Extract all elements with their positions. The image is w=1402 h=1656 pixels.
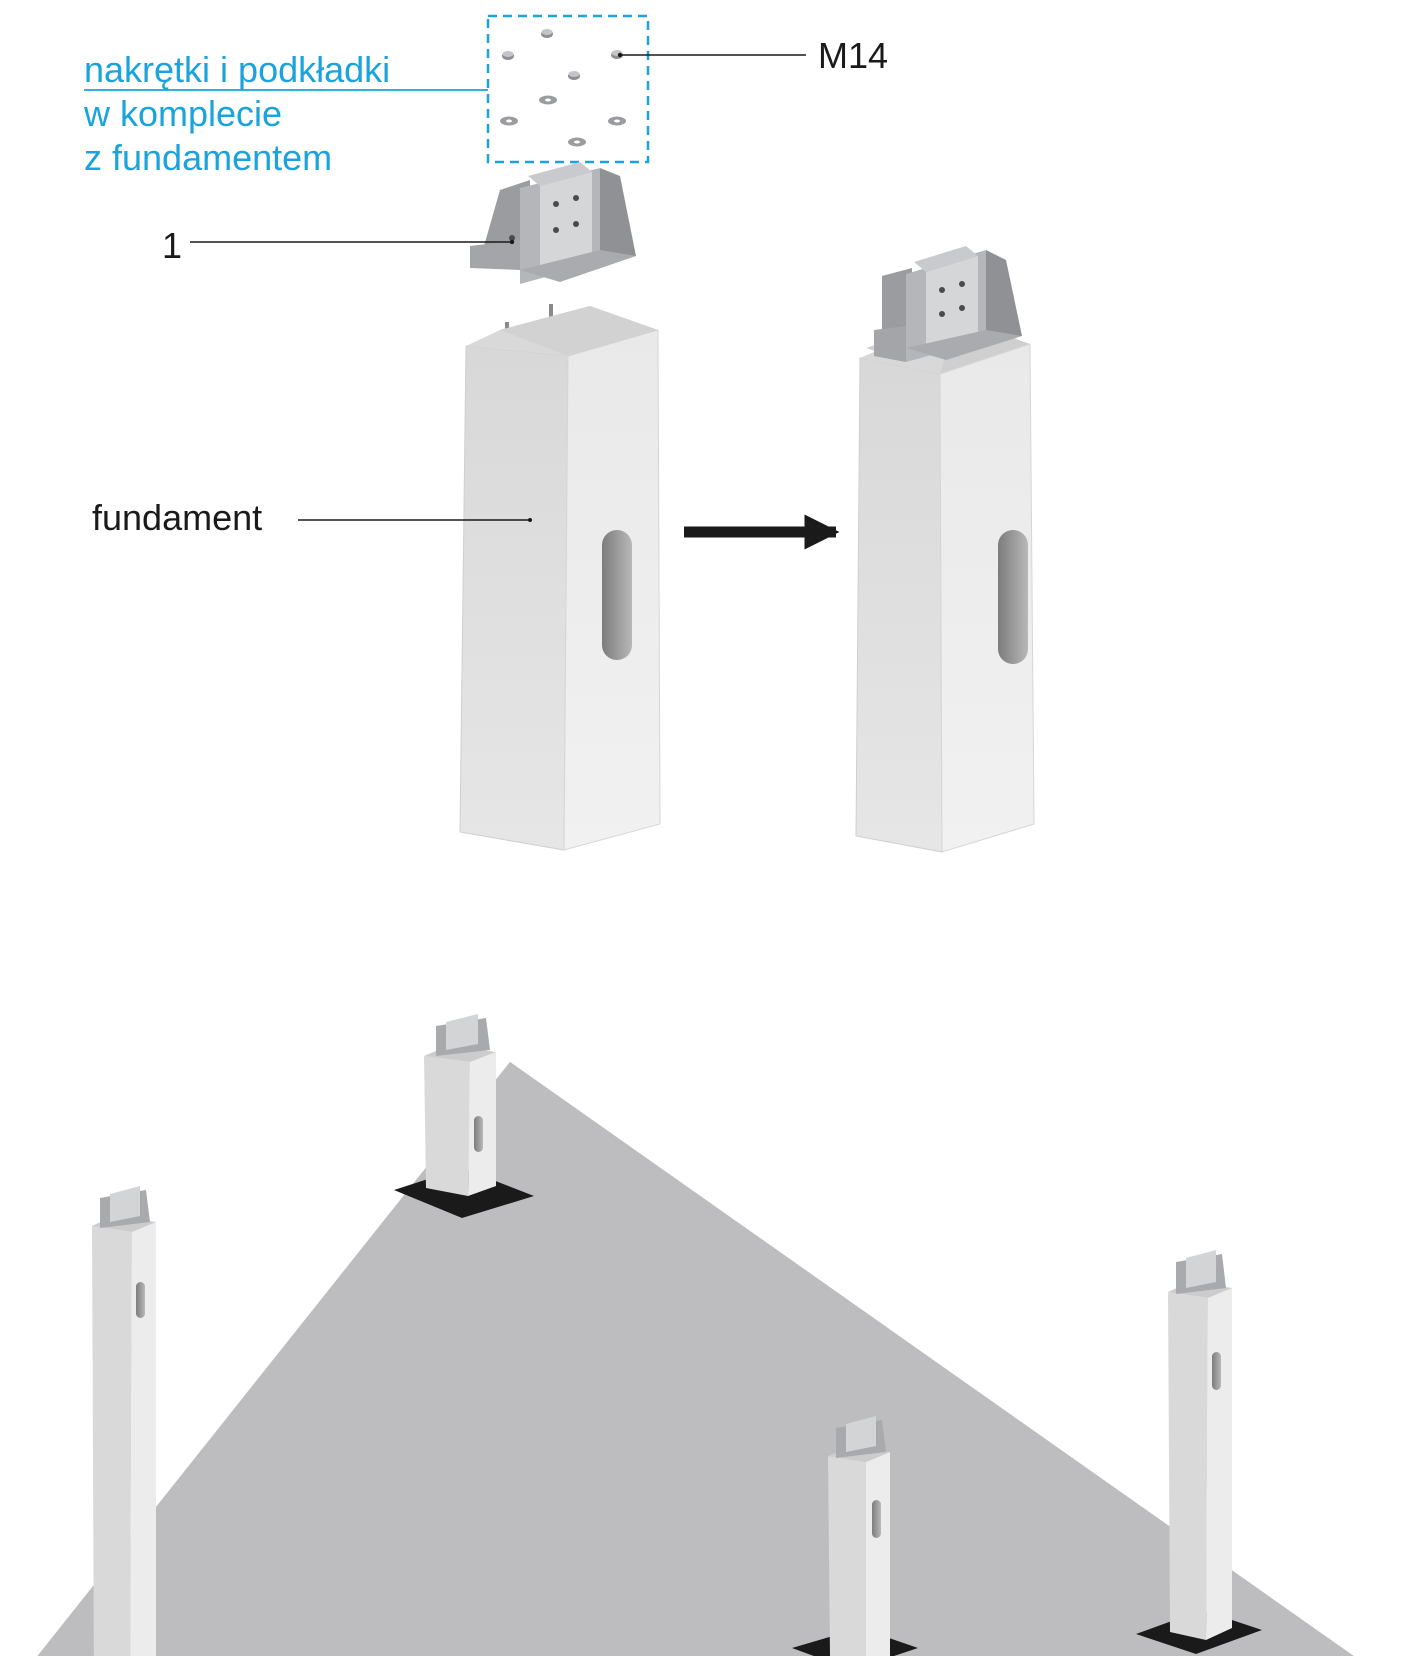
accessories-label-line3: z fundamentem — [84, 137, 333, 178]
foundation-label: fundament — [92, 497, 263, 538]
washer-icon — [539, 95, 557, 105]
bolt-size-label: M14 — [818, 35, 889, 76]
ground-plate — [12, 1062, 1402, 1656]
washer-icon — [568, 137, 586, 147]
accessories-label-line2: w komplecie — [84, 93, 283, 134]
washer-icon — [500, 116, 518, 126]
foundation-block-left — [459, 304, 661, 851]
nut-icon — [568, 71, 580, 80]
part-number-label: 1 — [162, 225, 183, 266]
foundation-post-back — [394, 1014, 534, 1218]
accessories-label-line1: nakrętki i podkładki — [84, 49, 391, 90]
foundation-post-left — [92, 1186, 156, 1656]
washer-icon — [608, 116, 626, 126]
mounting-bracket — [470, 162, 636, 284]
foundation-post-right — [1136, 1250, 1262, 1654]
accessories-box — [486, 14, 650, 164]
foundation-post-front — [792, 1416, 918, 1656]
mounting-bracket — [874, 246, 1022, 362]
nut-icon — [502, 51, 514, 60]
nut-icon — [541, 29, 553, 38]
foundation-block-assembled — [855, 246, 1035, 853]
